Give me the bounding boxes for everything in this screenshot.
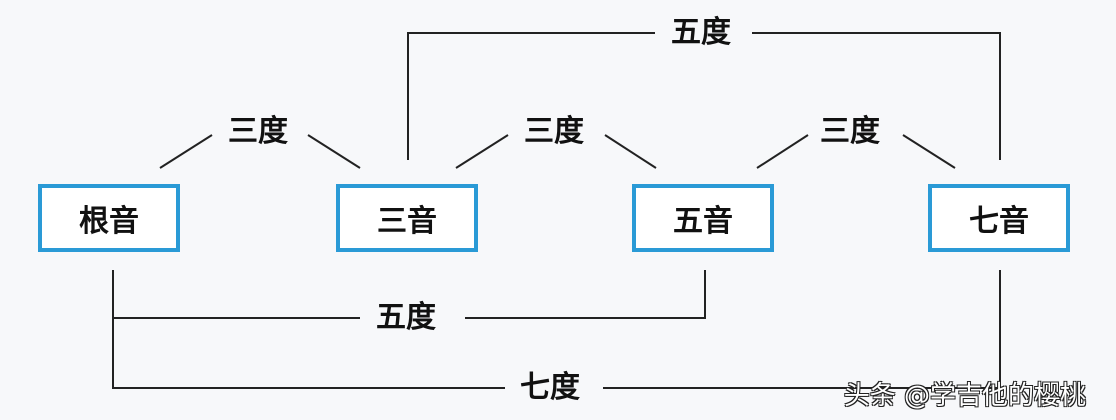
line-root-down bbox=[112, 270, 505, 389]
label-fifth-bottom: 五度 bbox=[376, 300, 436, 335]
label-third-3: 三度 bbox=[820, 114, 880, 149]
line-fifth-top-right bbox=[752, 32, 1001, 160]
line-fifth-top bbox=[407, 32, 655, 160]
watermark: 头条 @学吉他的樱桃 bbox=[843, 381, 1086, 411]
line-third-2a bbox=[455, 134, 509, 169]
line-third-1b bbox=[307, 134, 361, 169]
label-third-1: 三度 bbox=[228, 114, 288, 149]
label-third-2: 三度 bbox=[524, 114, 584, 149]
line-third-1a bbox=[159, 134, 213, 169]
line-third-3b bbox=[902, 134, 956, 169]
line-seventh-right bbox=[603, 270, 1001, 389]
line-fifth-bottom-right bbox=[465, 270, 706, 319]
label-fifth-top: 五度 bbox=[671, 15, 731, 50]
node-seventh: 七音 bbox=[928, 184, 1070, 252]
node-root: 根音 bbox=[38, 184, 180, 252]
node-third: 三音 bbox=[336, 184, 478, 252]
line-third-3a bbox=[756, 134, 809, 169]
line-third-2b bbox=[604, 134, 657, 169]
label-seventh: 七度 bbox=[520, 370, 580, 405]
node-fifth: 五音 bbox=[632, 184, 774, 252]
